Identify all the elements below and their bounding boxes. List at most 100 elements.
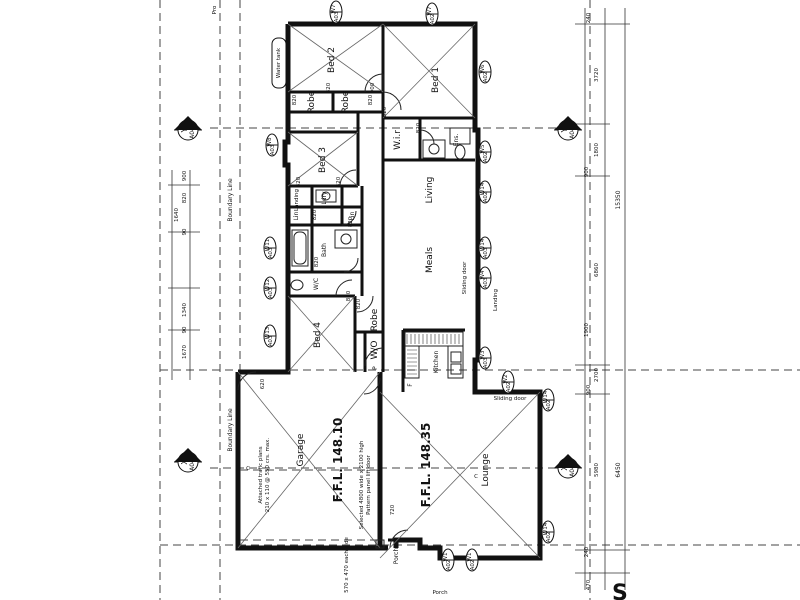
window-tag-sheet: A02 [446,560,452,571]
room-label-pantry: P [372,366,379,370]
dimension-lines-right [575,8,630,590]
ffl-garage: F.F.L. 148.10 [331,418,345,503]
window-tag-sheet: A03 [483,277,489,288]
section-marker-id: X [180,459,189,465]
window-tag-sheet: A02 [546,400,552,411]
dimension-value-small: 820 [382,106,388,117]
dimension-value-small: 820 [326,82,332,93]
label-boundary-line-2: Boundary Line [227,408,234,452]
room-label-laundry: Ldry [321,191,328,205]
dimension-value-small: 820 [292,94,298,105]
room-label-bath: Bath [321,243,328,257]
label-sliding-door-2: Sliding door [494,396,528,402]
window-tag-sheet: A02 [546,532,552,543]
room-labels: Bed 2 Bed 1 Bed 3 Bed 4 Robe Robe Robe W… [212,5,527,596]
window-tag-sheet: A02 [470,560,476,571]
room-label-linen: Lin [349,211,356,220]
label-entry-c: C [474,474,478,480]
window-tag-id: W1 [443,553,449,562]
dimension-value: 5980 [594,463,600,477]
room-label-bed1: Bed 1 [431,67,441,93]
dimension-value: 2700 [594,368,600,382]
window-tag-sheet: A03 [268,335,274,346]
kitchen-benches [404,331,464,379]
room-label-garage: Garage [296,433,306,466]
section-marker-id: Y [560,127,569,133]
dimension-value-small: 820 [368,94,374,105]
sheet-letter-fragment: S [612,581,628,600]
dimension-value-small: 900 [370,82,376,93]
window-tag-sheet: A03 [270,144,276,155]
room-label-lounge: Lounge [481,453,491,486]
dimension-value: 1800 [594,143,600,157]
room-label-robe-b: Robe [341,90,351,113]
section-marker-sheet: A04 [189,459,196,471]
window-tag-id: W14 [480,182,486,195]
section-marker-sheet: A04 [189,127,196,139]
section-marker-sheet: A04 [569,465,576,477]
label-porch-note: 570 x 470 each side [344,536,350,592]
window-tag-sheet: A02 [430,14,436,25]
label-attached-note-1: Attached trafic plans [258,446,264,503]
dimension-total: 15350 [615,190,622,209]
dimension-value: 3720 [594,68,600,82]
boundary-lines [159,0,800,600]
room-label-water-tank: Water tank [276,47,282,78]
label-door-note-1: Selected 4800 wide x 2100 high [359,440,365,529]
window-tag-sheet: A02 [483,192,489,203]
dimension-texts: 2403720180090068601900270090059802404701… [174,12,622,590]
dimension-value-left: 1340 [182,303,188,317]
window-tag-id: W13 [265,326,271,339]
dimension-value-small: 820 [416,122,422,133]
window-tag-sheet: A03 [268,247,274,258]
dimension-value-small: 620 [260,378,266,389]
window-tag-sheet: A03 [483,357,489,368]
label-landing-a: Landing [294,189,300,211]
window-tag-id: W7 [427,6,433,15]
label-sliding-door: Sliding door [462,261,468,295]
window-tag-id: W4 [480,270,486,279]
window-tag-sheet: A02 [483,72,489,83]
dimension-value-left: 900 [182,170,188,181]
window-tag-id: W5 [480,144,486,153]
window-tag-sheet: A02 [506,382,512,393]
dimension-value-small: 820 [312,209,318,220]
room-label-robe-c: Robe [370,308,380,331]
window-tag-id: W14 [543,390,549,403]
room-label-kitchen: Kitchen [433,351,440,374]
bathroom-fixtures [290,127,471,291]
dimension-value-small: 820 [348,216,354,227]
window-tag-sheet: A03 [268,287,274,298]
label-attached-note-2: 210 x 110 @ 550 crs. max. [265,438,271,513]
room-label-bed2: Bed 2 [327,47,337,73]
room-label-wc: W/C [313,278,320,290]
dimension-value-left: 90 [182,326,188,333]
window-tag-id: W3 [480,350,486,359]
window-tag-id: W8 [267,137,273,146]
dimension-value-left: 90 [182,228,188,235]
dimension-value-small: 820 [314,256,320,267]
room-label-ens: Ens. [453,134,460,147]
room-label-porch: Porch [393,548,400,565]
window-tag-id: W7 [331,4,337,13]
section-marker-id: X [560,465,569,471]
room-label-wir: W.i.r [393,130,403,150]
ffl-house: F.F.L. 148.35 [419,423,433,508]
dimension-value-left: 1640 [174,208,180,222]
section-marker-sheet: A04 [569,127,576,139]
